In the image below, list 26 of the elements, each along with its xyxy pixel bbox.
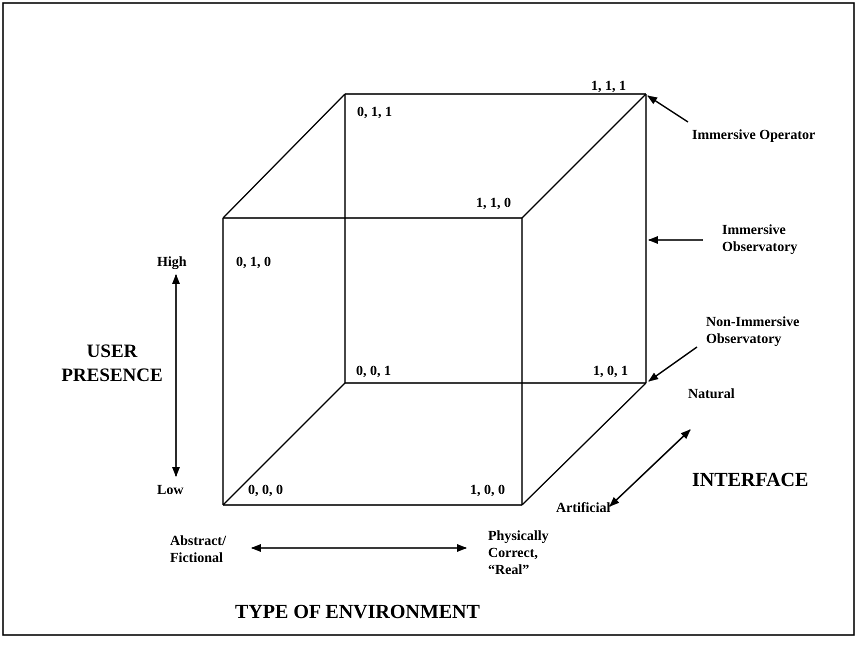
axis-end-label: Abstract/ Fictional xyxy=(170,533,245,567)
corner-coordinate: 0, 1, 0 xyxy=(236,254,271,271)
corner-coordinate: 0, 0, 1 xyxy=(356,363,391,380)
leader-text: Immersive Observatory xyxy=(722,222,832,256)
leader-text: Non-Immersive Observatory xyxy=(706,314,836,348)
double-arrow xyxy=(609,429,691,507)
axis-title: INTERFACE xyxy=(692,468,808,492)
corner-coordinate: 0, 1, 1 xyxy=(357,104,392,121)
double-arrow xyxy=(251,544,467,552)
axis-end-label: High xyxy=(157,254,197,271)
leader-arrow xyxy=(648,346,698,382)
corner-coordinate: 1, 0, 1 xyxy=(593,363,628,380)
leader-arrow xyxy=(648,236,703,244)
axis-title: USER PRESENCE xyxy=(60,340,164,388)
axis-end-label: Physically Correct, “Real” xyxy=(488,528,568,579)
leader-text: Immersive Operator xyxy=(692,127,858,144)
axis-end-label: Low xyxy=(157,482,197,499)
corner-coordinate: 1, 0, 0 xyxy=(470,482,505,499)
corner-coordinate: 0, 0, 0 xyxy=(248,482,283,499)
axis-end-label: Natural xyxy=(688,386,748,403)
leader-arrow xyxy=(647,95,688,123)
axis-end-label: Artificial xyxy=(556,500,626,517)
double-arrow xyxy=(172,274,180,477)
corner-coordinate: 1, 1, 1 xyxy=(591,78,626,95)
corner-coordinate: 1, 1, 0 xyxy=(476,195,511,212)
axis-title: TYPE OF ENVIRONMENT xyxy=(235,600,480,624)
